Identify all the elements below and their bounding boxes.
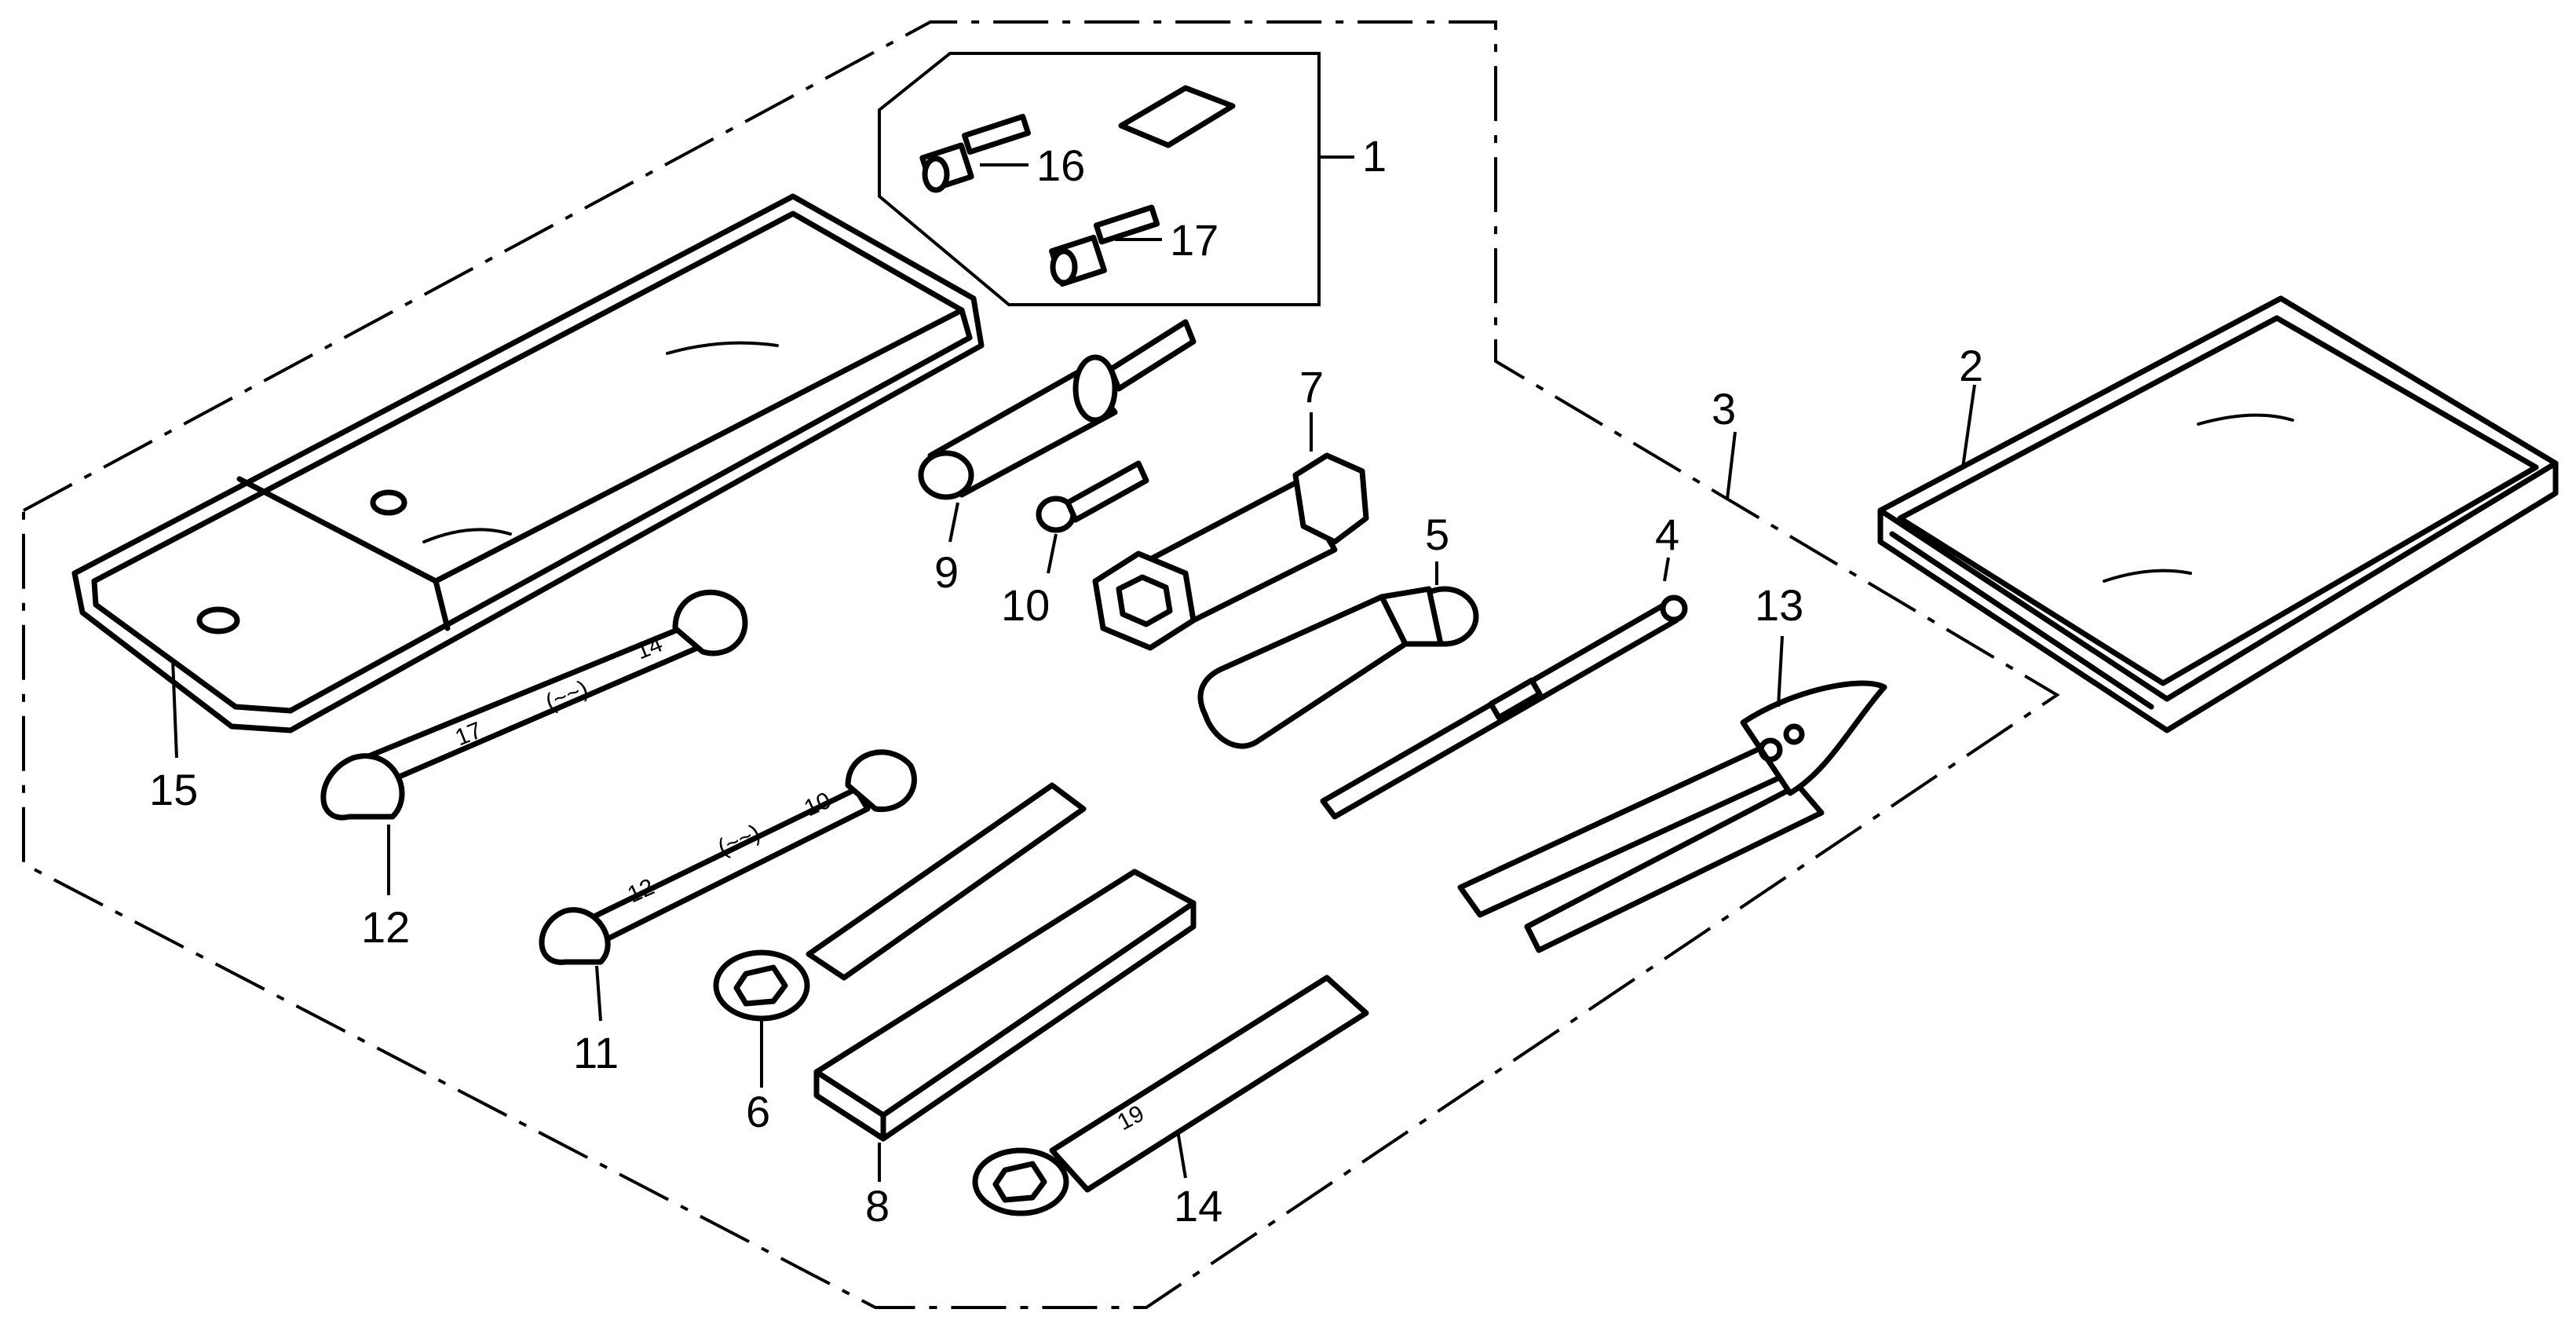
callout-3: 3 [1712, 384, 1736, 433]
callout-5: 5 [1425, 510, 1449, 559]
callout-9: 9 [934, 547, 959, 597]
callout-15: 15 [149, 765, 198, 814]
screwdriver-handle-part-5 [1197, 586, 1479, 749]
callout-8: 8 [865, 1181, 890, 1231]
callout-12: 12 [361, 902, 410, 952]
manual-bag-part-2 [1877, 295, 2559, 733]
callout-2: 2 [1959, 341, 1983, 390]
wrench-part-14: 19 [972, 975, 1369, 1216]
callout-16: 16 [1036, 141, 1085, 190]
kit-boundary-outline [22, 20, 2060, 1309]
callout-11: 11 [573, 1028, 619, 1077]
small-parts-group-outline [878, 52, 1321, 306]
leader-lines [171, 155, 1976, 1182]
callout-4: 4 [1655, 510, 1679, 559]
pliers-part-13 [1457, 680, 1887, 953]
callout-labels: 1 2 3 4 5 6 7 8 9 10 11 12 13 14 15 16 1… [149, 131, 1983, 1231]
callout-17: 17 [1170, 215, 1219, 265]
box-wrench-part-6 [713, 782, 1087, 1022]
wrench-part-12: (~~) 17 14 [320, 589, 748, 821]
callout-10: 10 [1001, 580, 1050, 630]
stud-nut-part-17 [1049, 204, 1160, 287]
bolt-part-10 [1036, 460, 1149, 533]
tool-bag-part-15 [71, 193, 985, 733]
small-plate [1118, 85, 1236, 148]
callout-14: 14 [1174, 1181, 1222, 1231]
extension-handle-part-9 [918, 319, 1197, 500]
stud-nut-part-16 [919, 113, 1031, 193]
screwdriver-shaft-part-4 [1320, 594, 1688, 820]
callout-6: 6 [746, 1087, 770, 1136]
spark-plug-socket-part-7 [1092, 452, 1369, 651]
callout-13: 13 [1755, 580, 1803, 630]
callout-1: 1 [1362, 131, 1387, 181]
callout-7: 7 [1299, 362, 1324, 411]
flat-bar-part-8 [813, 869, 1197, 1142]
